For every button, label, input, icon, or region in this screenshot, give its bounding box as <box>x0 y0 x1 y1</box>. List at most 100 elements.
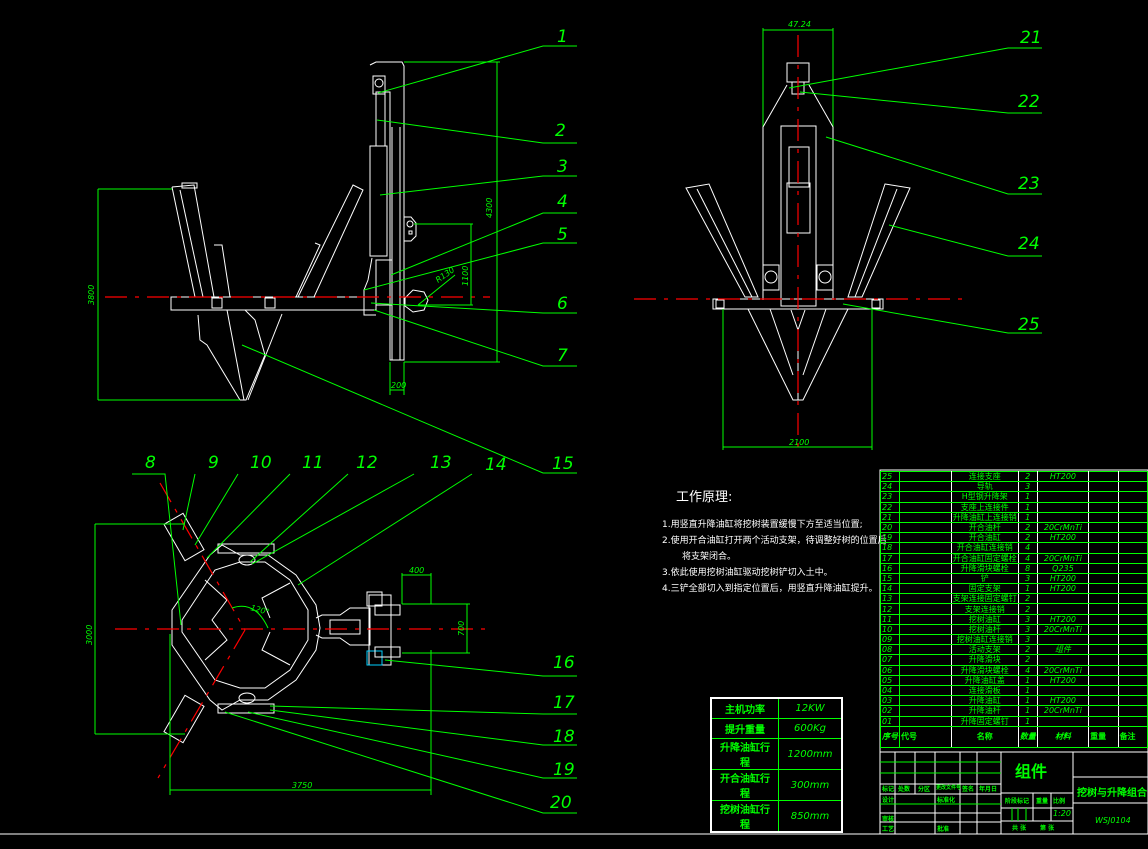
callout-11: 11 <box>302 453 324 473</box>
hex-frame <box>171 544 321 711</box>
callout-5: 5 <box>557 225 568 245</box>
spec-value: 1200mm <box>778 738 843 770</box>
bom-empty-cell <box>899 644 952 656</box>
bom-header-remark: 备注 <box>1117 725 1148 748</box>
bom-material: HT200 <box>1036 695 1090 707</box>
bom-material <box>1036 654 1090 666</box>
callout-14: 14 <box>485 455 507 475</box>
bom-no: 10 <box>880 623 900 636</box>
tb-label-process: 工艺 <box>882 826 895 833</box>
bom-material: 20CrMnTi <box>1036 623 1090 636</box>
bom-empty-cell <box>1088 695 1119 707</box>
bom-name: 支架连接销 <box>950 603 1019 615</box>
bom-empty-cell <box>899 603 952 615</box>
bom-empty-cell <box>899 532 952 544</box>
bom-material <box>1036 511 1090 523</box>
bom-empty-cell <box>899 491 952 503</box>
tb-label-sheet: 第 张 <box>1040 825 1055 832</box>
dim-700: 700 <box>457 621 466 636</box>
bom-no: 17 <box>880 552 900 564</box>
side-view: 4300 3800 1100 R130 200 1 2 3 4 5 6 7 15 <box>87 27 577 474</box>
bom-material: 20CrMnTi <box>1036 705 1090 717</box>
plan-centerline-a <box>159 482 246 631</box>
note-line-2-cont: 将支架闭合。 <box>682 552 737 562</box>
bom-empty-cell <box>1088 644 1119 656</box>
callout-19: 19 <box>553 760 575 780</box>
side-lug <box>404 216 417 242</box>
bom-empty-cell <box>899 613 952 625</box>
right-arm <box>847 183 911 298</box>
bom-empty-cell <box>899 552 952 564</box>
bom-empty-cell <box>1117 603 1148 615</box>
dim-47-24: 47.24 <box>788 20 811 29</box>
bom-empty-cell <box>899 511 952 523</box>
bom-material: 20CrMnTi <box>1036 664 1090 676</box>
bom-empty-cell <box>1088 603 1119 615</box>
bom-qty: 1 <box>1017 684 1038 697</box>
tb-label-sign: 签名 <box>962 786 975 793</box>
callout-1: 1 <box>557 27 568 47</box>
bom-name: 升降滑块螺栓 <box>950 562 1019 574</box>
bom-material: 组件 <box>1036 644 1090 656</box>
dim-400: 400 <box>409 566 424 575</box>
bom-empty-cell <box>899 562 952 574</box>
bom-name: 挖树油缸 <box>950 613 1019 625</box>
bom-empty-cell <box>1117 562 1148 574</box>
tb-label-ratio: 比例 <box>1053 798 1066 805</box>
bom-empty-cell <box>899 654 952 666</box>
spec-value: 300mm <box>778 769 843 801</box>
bom-no: 02 <box>880 705 900 717</box>
bom-no: 11 <box>880 613 900 625</box>
bom-name: 固定支架 <box>950 583 1019 595</box>
bom-empty-cell <box>899 715 952 727</box>
bom-empty-cell <box>1088 470 1119 483</box>
tb-label-stage: 阶段标记 <box>1005 798 1030 805</box>
bom-empty-cell <box>1117 583 1148 595</box>
bom-no: 12 <box>880 603 900 615</box>
tb-label-sheets: 共 张 <box>1012 825 1027 832</box>
bom-name: 铲 <box>950 572 1019 585</box>
bom-empty-cell <box>1088 664 1119 676</box>
bom-empty-cell <box>1088 613 1119 625</box>
bom-no: 22 <box>880 501 900 513</box>
bom-qty: 3 <box>1017 481 1038 493</box>
title-block-drawing-name: 挖树与升降组合 <box>1077 788 1147 799</box>
bom-material: HT200 <box>1036 583 1090 595</box>
bom-empty-cell <box>1117 684 1148 697</box>
bom-empty-cell <box>1117 633 1148 646</box>
bom-empty-cell <box>1117 705 1148 717</box>
dim-3000: 3000 <box>85 625 94 645</box>
bom-no: 16 <box>880 562 900 574</box>
bom-name: 升降油缸 <box>950 695 1019 707</box>
callout-4: 4 <box>557 192 568 212</box>
bom-name: 支架连接固定螺钉 <box>950 593 1019 605</box>
bom-material: HT200 <box>1036 613 1090 625</box>
bom-empty-cell <box>1088 532 1119 544</box>
bom-empty-cell <box>899 674 952 686</box>
bom-name: 挖树油杆 <box>950 623 1019 636</box>
dim-3800: 3800 <box>87 285 96 305</box>
bom-no: 13 <box>880 593 900 605</box>
bom-no: 24 <box>880 481 900 493</box>
bom-name: 活动支架 <box>950 644 1019 656</box>
bom-empty-cell <box>1088 633 1119 646</box>
title-block-type: 组件 <box>1015 762 1048 781</box>
bom-qty: 3 <box>1017 623 1038 636</box>
bom-empty-cell <box>899 470 952 483</box>
bom-empty-cell <box>899 572 952 585</box>
bom-material: HT200 <box>1036 532 1090 544</box>
bom-name: 导轨 <box>950 481 1019 493</box>
bom-material <box>1036 633 1090 646</box>
bom-material <box>1036 684 1090 697</box>
spec-value: 850mm <box>778 800 843 833</box>
spec-label: 开合油缸行程 <box>710 769 779 801</box>
